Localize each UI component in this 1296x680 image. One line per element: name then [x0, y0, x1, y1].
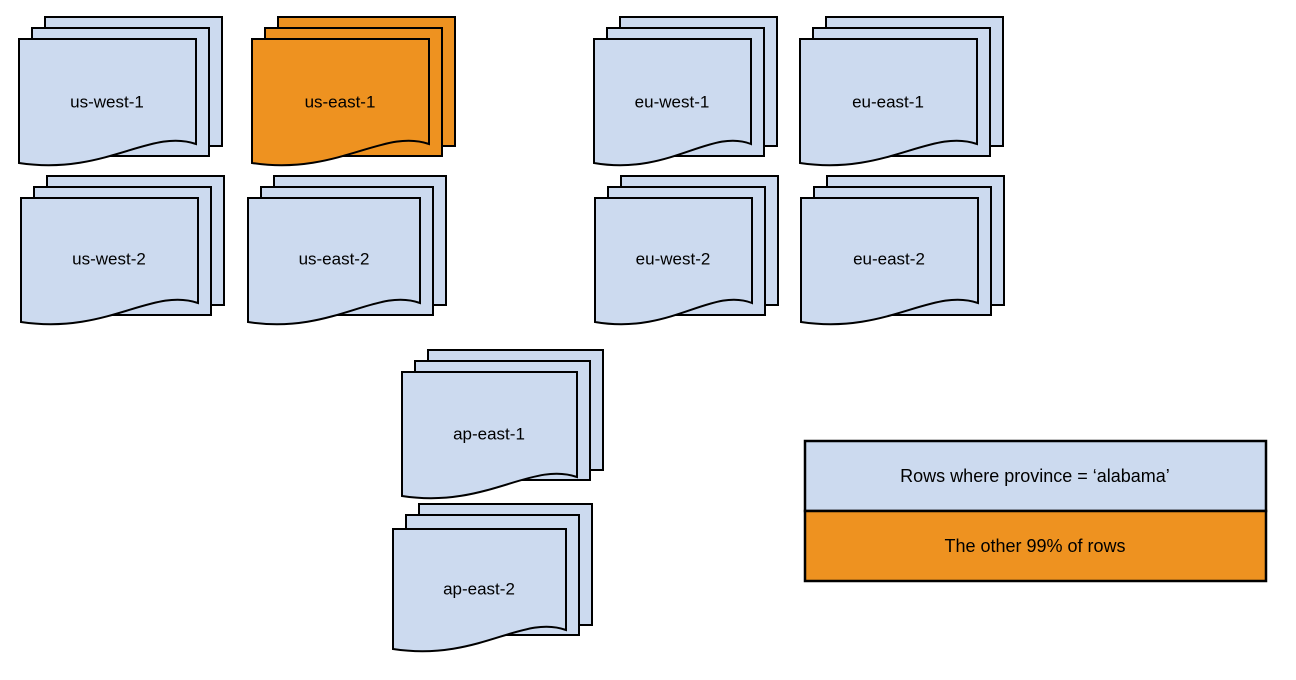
doc-sheet-front [392, 528, 567, 653]
doc-stack-label: ap-east-2 [443, 579, 515, 598]
doc-stack-label: eu-east-1 [852, 92, 924, 111]
doc-stack-label: us-west-2 [72, 249, 146, 268]
doc-stack-us-west-2[interactable]: us-west-2 [20, 175, 225, 326]
doc-stack-label: us-west-1 [70, 92, 144, 111]
doc-stack-label: ap-east-1 [453, 424, 525, 443]
doc-stack-ap-east-2[interactable]: ap-east-2 [392, 503, 593, 653]
doc-sheet-front [401, 371, 578, 500]
doc-stack-eu-east-1[interactable]: eu-east-1 [799, 16, 1004, 167]
doc-stack-us-west-1[interactable]: us-west-1 [18, 16, 223, 167]
doc-sheet-front [594, 197, 753, 326]
doc-sheet-front [800, 197, 979, 326]
doc-stack-label: eu-west-2 [636, 249, 711, 268]
doc-stack-label: us-east-2 [299, 249, 370, 268]
doc-stack-label: eu-west-1 [635, 92, 710, 111]
doc-sheet-front [247, 197, 421, 326]
doc-stack-eu-west-2[interactable]: eu-west-2 [594, 175, 779, 326]
legend-row-blue-label: Rows where province = ‘alabama’ [900, 466, 1170, 486]
doc-sheet-front [251, 38, 430, 167]
doc-stack-eu-east-2[interactable]: eu-east-2 [800, 175, 1005, 326]
doc-stack-us-east-1[interactable]: us-east-1 [251, 16, 456, 167]
doc-stack-eu-west-1[interactable]: eu-west-1 [593, 16, 778, 167]
doc-sheet-front [799, 38, 978, 167]
doc-stack-us-east-2[interactable]: us-east-2 [247, 175, 447, 326]
doc-sheet-front [20, 197, 199, 326]
doc-sheet-front [593, 38, 752, 167]
legend-row-orange-label: The other 99% of rows [944, 536, 1125, 556]
doc-stack-label: us-east-1 [305, 92, 376, 111]
doc-sheet-front [18, 38, 197, 167]
legend: Rows where province = ‘alabama’ The othe… [803, 439, 1268, 583]
doc-stack-label: eu-east-2 [853, 249, 925, 268]
legend-row-orange-swatch [803, 509, 1268, 583]
doc-stack-ap-east-1[interactable]: ap-east-1 [401, 349, 604, 500]
